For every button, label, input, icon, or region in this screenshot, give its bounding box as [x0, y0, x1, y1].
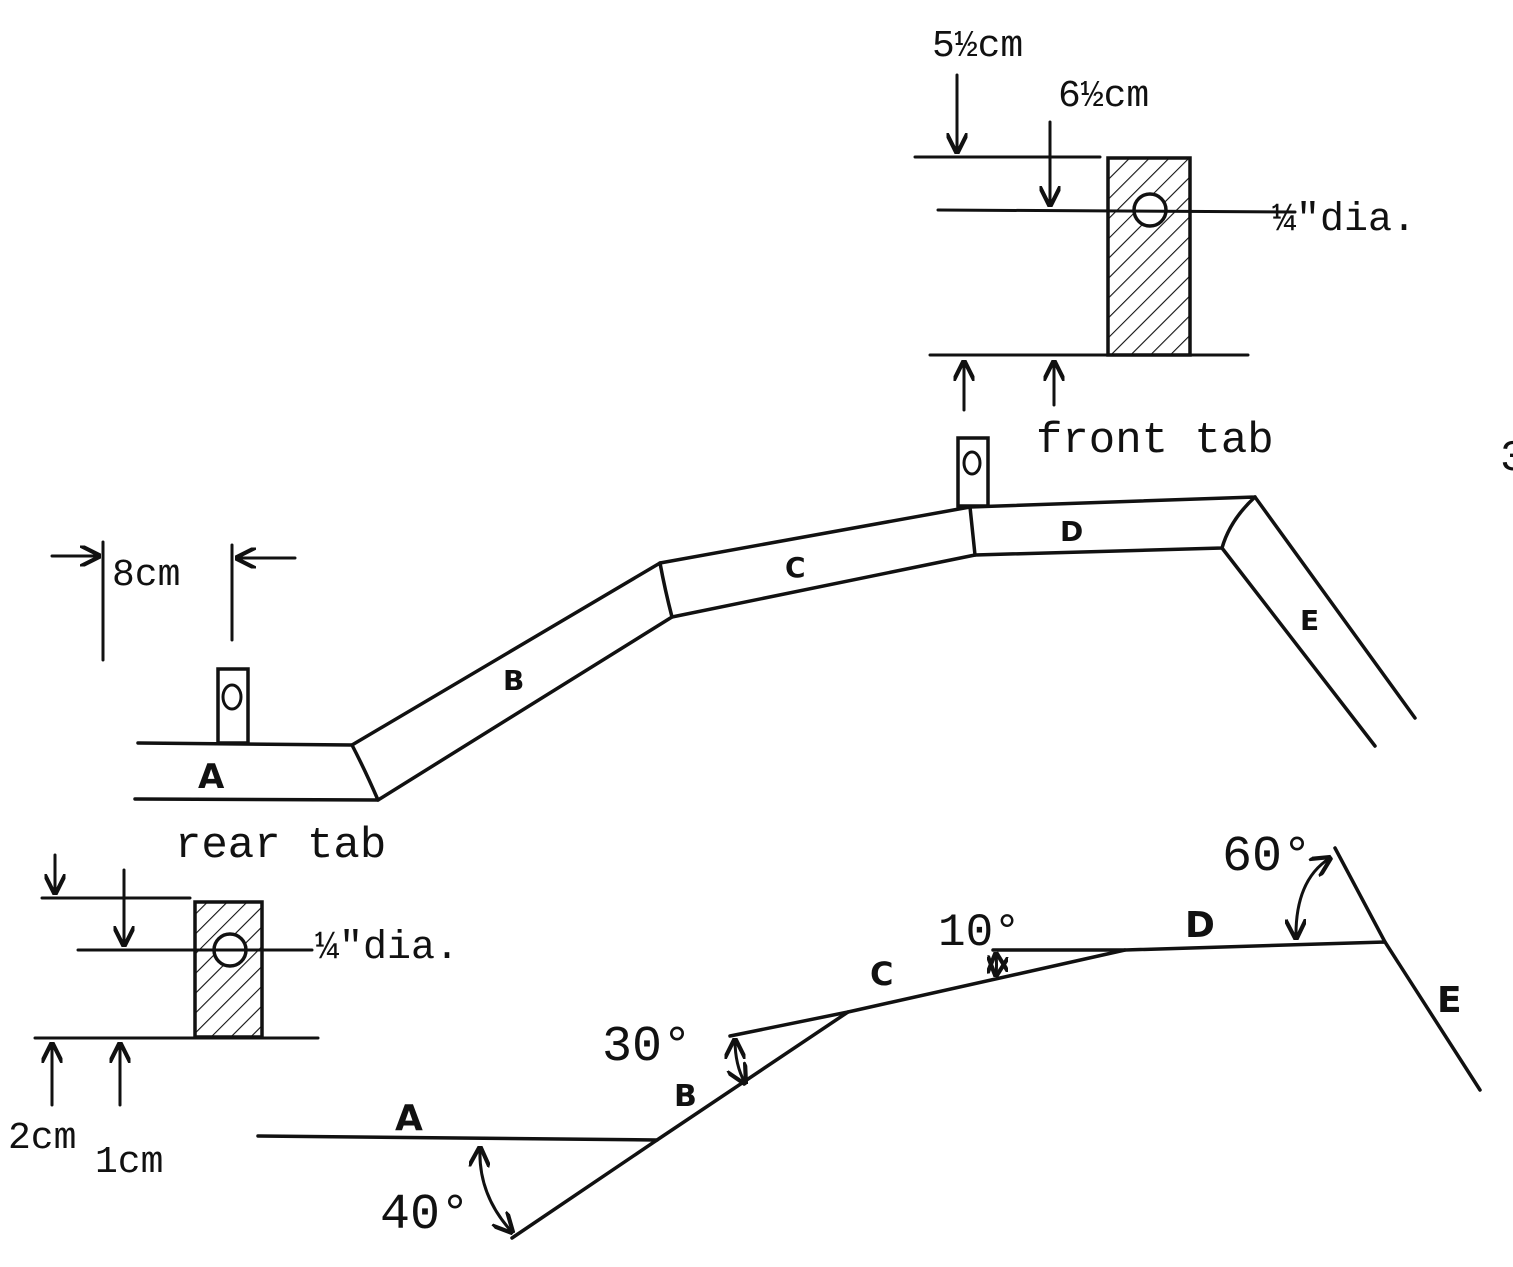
rear-tab-hatched-plate — [193, 900, 264, 1039]
lower-profile: 40° 30° 10° 60° A B C D E — [256, 829, 1482, 1244]
angle-arc-60 — [1296, 858, 1330, 938]
rear-tab-caption: rear tab — [175, 821, 386, 871]
rear-tab-small-hole — [221, 683, 243, 711]
lower-profile-polyline — [256, 940, 1482, 1142]
upper-strip — [133, 436, 1417, 802]
angle-10-label: 10° — [938, 907, 1021, 959]
front-tab-detail: 5½cm 6½cm ¼"dia. front tab — [913, 25, 1416, 466]
rear-hole-dia-label: ¼"dia. — [315, 926, 459, 971]
angle-60-label: 60° — [1222, 829, 1312, 886]
rear-tab-small — [216, 667, 250, 745]
angle-arc-40 — [480, 1148, 512, 1232]
dim-8cm-label: 8cm — [112, 554, 180, 597]
dim-2cm-label: 2cm — [8, 1117, 76, 1160]
upper-segment-d-outline — [968, 495, 1257, 557]
angle-arc-10 — [996, 954, 997, 975]
upper-label-d: D — [1060, 515, 1083, 548]
upper-label-c: C — [785, 551, 806, 584]
front-tab-small — [956, 436, 990, 508]
upper-label-e: E — [1300, 604, 1319, 637]
lower-label-d: D — [1185, 905, 1215, 946]
rear-tab-detail: ¼"dia. 2cm 1cm — [8, 853, 459, 1184]
dim-8cm: 8cm — [50, 540, 297, 662]
front-tab-small-hole — [962, 450, 982, 476]
dim-6-5cm-label: 6½cm — [1058, 75, 1149, 118]
lower-ref-line-60 — [1333, 846, 1387, 944]
upper-segment-e-outline — [1220, 495, 1417, 748]
lower-label-b: B — [674, 1079, 697, 1114]
margin-mark: 3 — [1500, 434, 1513, 484]
upper-label-a: A — [198, 757, 225, 797]
angle-arc-30 — [735, 1040, 745, 1083]
dim-5-5cm-label: 5½cm — [932, 25, 1023, 68]
lower-ref-line-40 — [510, 1138, 659, 1240]
lower-label-e: E — [1437, 980, 1462, 1021]
lower-ref-line-30 — [728, 1010, 850, 1038]
upper-segment-labels: A B C D E — [198, 515, 1319, 797]
lower-label-c: C — [870, 955, 893, 993]
lower-label-a: A — [395, 1098, 423, 1139]
upper-segment-c-outline — [658, 505, 977, 619]
upper-label-b: B — [503, 664, 524, 697]
angle-30-label: 30° — [602, 1019, 692, 1076]
front-tab-caption: front tab — [1036, 416, 1274, 466]
angle-40-label: 40° — [380, 1187, 470, 1244]
front-centerline — [936, 208, 1297, 214]
upper-segment-b-outline — [350, 561, 674, 802]
front-hole-dia-label: ¼"dia. — [1272, 198, 1416, 243]
front-tab-hatched-plate — [1106, 156, 1192, 357]
dim-1cm-label: 1cm — [95, 1141, 163, 1184]
upper-segment-a-outline — [133, 741, 380, 802]
